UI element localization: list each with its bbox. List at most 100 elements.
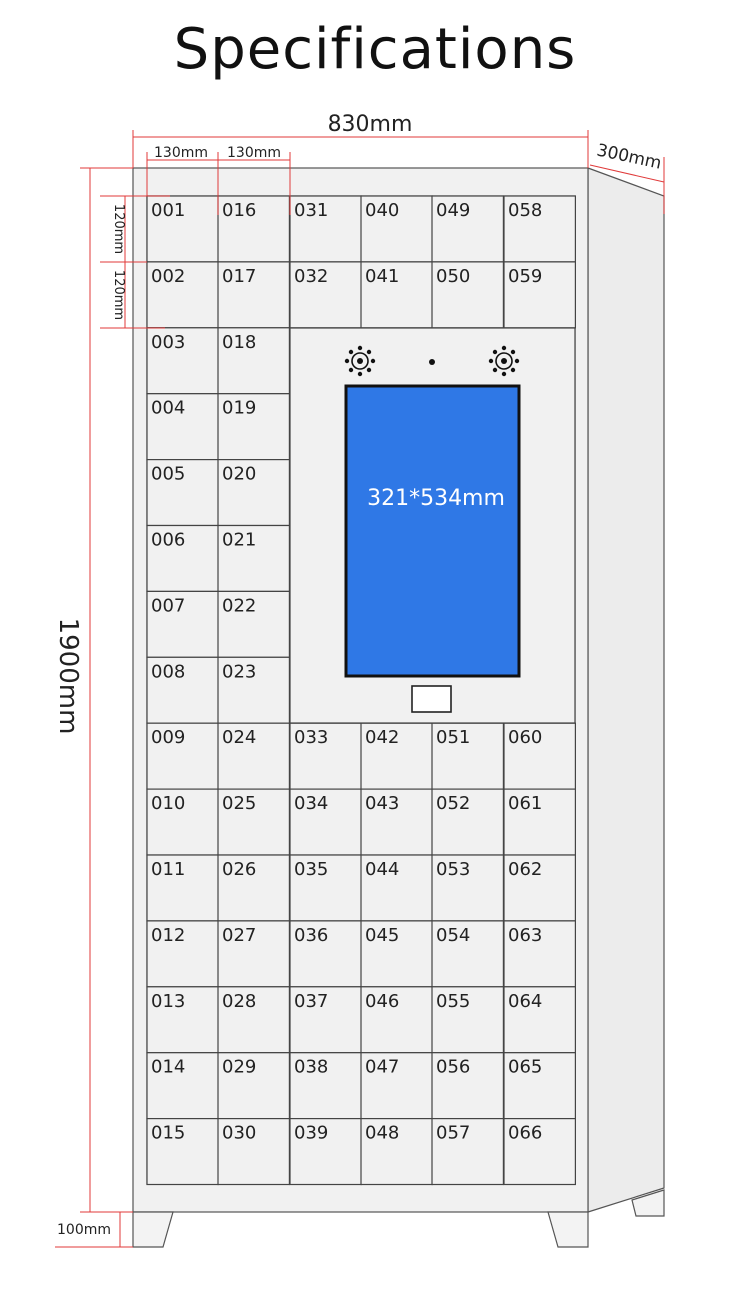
locker-cell (146, 195, 220, 263)
locker-number: 062 (508, 859, 542, 880)
locker-number: 017 (222, 266, 256, 287)
screen-size-label: 321*534mm (367, 486, 505, 511)
locker-number: 064 (508, 991, 542, 1012)
locker-cell (289, 920, 363, 988)
locker-cell (503, 722, 577, 790)
locker-cell (503, 1052, 577, 1120)
locker-number: 026 (222, 859, 256, 880)
locker-number: 009 (151, 727, 185, 748)
center-dot (429, 359, 435, 365)
locker-number: 010 (151, 793, 185, 814)
locker-cell (289, 1117, 363, 1186)
locker-cell (431, 1117, 505, 1186)
locker-cell (217, 1117, 291, 1186)
locker-cell (360, 788, 434, 856)
locker-cell (217, 788, 291, 856)
locker-cell (146, 656, 220, 724)
locker-cell (431, 1052, 505, 1120)
locker-number: 016 (222, 200, 256, 221)
locker-number: 021 (222, 530, 256, 551)
locker-number: 034 (294, 793, 328, 814)
locker-number: 030 (222, 1123, 256, 1144)
locker-number: 036 (294, 925, 328, 946)
cabinet-leg-right (547, 1211, 589, 1248)
locker-number: 006 (151, 530, 185, 551)
locker-cell (146, 920, 220, 988)
locker-number: 031 (294, 200, 328, 221)
locker-number: 024 (222, 727, 256, 748)
locker-cell (360, 1117, 434, 1186)
locker-number: 054 (436, 925, 470, 946)
locker-number: 015 (151, 1123, 185, 1144)
locker-number: 008 (151, 661, 185, 682)
locker-number: 051 (436, 727, 470, 748)
locker-cell (503, 261, 577, 329)
locker-cell (146, 459, 220, 527)
locker-number: 059 (508, 266, 542, 287)
locker-number: 057 (436, 1123, 470, 1144)
locker-cell (431, 195, 505, 263)
locker-number: 020 (222, 464, 256, 485)
locker-number: 043 (365, 793, 399, 814)
locker-number: 065 (508, 1057, 542, 1078)
locker-number: 002 (151, 266, 185, 287)
cabinet-side-panel (587, 167, 665, 1213)
row-height-label-2: 120mm (111, 270, 126, 320)
locker-cell (360, 920, 434, 988)
locker-number: 050 (436, 266, 470, 287)
locker-cell (217, 261, 291, 329)
locker-cell (146, 854, 220, 922)
locker-number: 011 (151, 859, 185, 880)
locker-cell (360, 261, 434, 329)
locker-number: 023 (222, 661, 256, 682)
locker-number: 029 (222, 1057, 256, 1078)
locker-number: 047 (365, 1057, 399, 1078)
locker-cell (289, 854, 363, 922)
locker-number: 048 (365, 1123, 399, 1144)
locker-number: 033 (294, 727, 328, 748)
locker-cell (431, 261, 505, 329)
locker-number: 044 (365, 859, 399, 880)
locker-number: 022 (222, 595, 256, 616)
locker-number: 039 (294, 1123, 328, 1144)
locker-number: 066 (508, 1123, 542, 1144)
locker-cell (431, 986, 505, 1054)
locker-cell (289, 788, 363, 856)
locker-cell (146, 524, 220, 593)
locker-number: 025 (222, 793, 256, 814)
locker-number: 052 (436, 793, 470, 814)
camera-icon-left (344, 345, 376, 377)
locker-number: 040 (365, 200, 399, 221)
locker-cell (217, 590, 291, 658)
locker-number: 019 (222, 398, 256, 419)
leg-height-label: 100mm (57, 1222, 111, 1238)
locker-number: 007 (151, 595, 185, 616)
locker-number: 061 (508, 793, 542, 814)
locker-number: 038 (294, 1057, 328, 1078)
locker-number: 058 (508, 200, 542, 221)
touch-screen (344, 384, 521, 678)
locker-cell (431, 920, 505, 988)
locker-number: 060 (508, 727, 542, 748)
locker-number: 041 (365, 266, 399, 287)
locker-number: 003 (151, 332, 185, 353)
column-width-label-1: 130mm (154, 145, 208, 161)
locker-number: 042 (365, 727, 399, 748)
width-label: 830mm (328, 112, 413, 137)
page-title: Specifications (174, 17, 577, 82)
locker-number: 063 (508, 925, 542, 946)
cabinet-side-leg (631, 1189, 665, 1217)
locker-cell (289, 986, 363, 1054)
locker-number: 049 (436, 200, 470, 221)
locker-number: 012 (151, 925, 185, 946)
locker-cell (503, 1117, 577, 1186)
locker-cell (217, 459, 291, 527)
locker-number: 014 (151, 1057, 185, 1078)
locker-cell (360, 854, 434, 922)
locker-cell (431, 854, 505, 922)
locker-number: 037 (294, 991, 328, 1012)
locker-number: 027 (222, 925, 256, 946)
locker-cell (360, 195, 434, 263)
row-height-label-1: 120mm (111, 204, 126, 254)
